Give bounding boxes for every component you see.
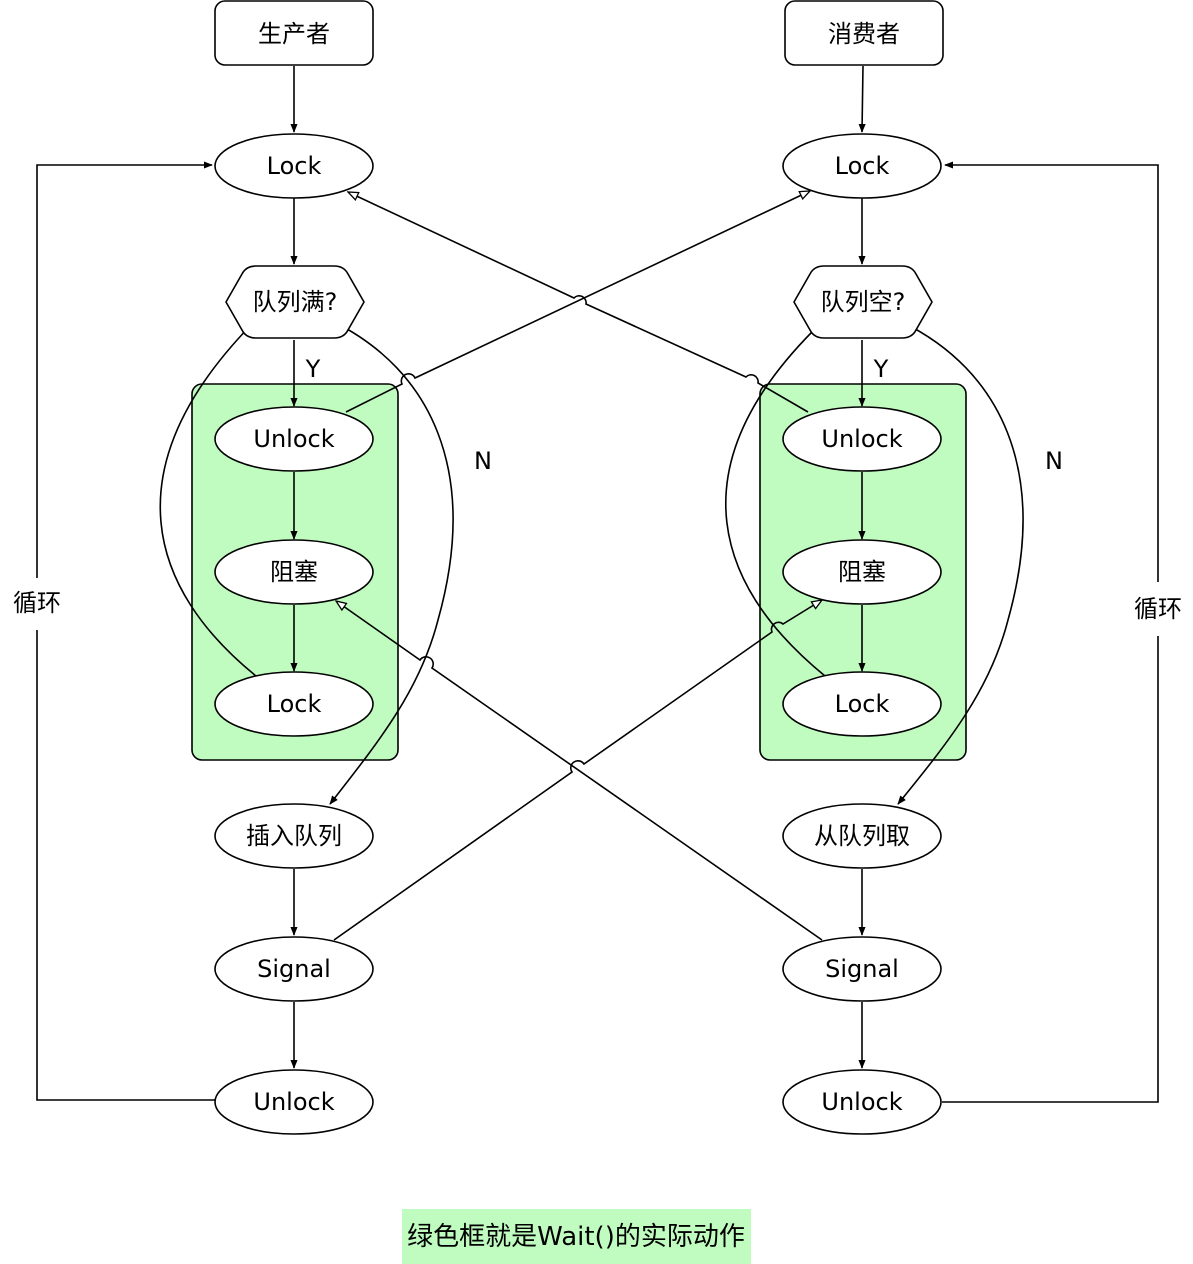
producer-wait-lock-node: Lock <box>214 671 374 737</box>
producer-action-node: 插入队列 <box>214 803 374 869</box>
producer-lock-node: Lock <box>214 133 374 199</box>
producer-wait-unlock-node: Unlock <box>214 406 374 472</box>
consumer-yes-label: Y <box>873 355 889 383</box>
producer-label: 生产者 <box>258 20 330 48</box>
wait-note: 绿色框就是Wait()的实际动作 <box>402 1209 751 1264</box>
producer-signal-label: Signal <box>257 955 331 983</box>
producer-block-label: 阻塞 <box>270 558 318 586</box>
producer-wait-unlock-label: Unlock <box>253 425 334 453</box>
consumer-lock-node: Lock <box>782 133 942 199</box>
consumer-no-label: N <box>1045 447 1063 475</box>
consumer-start-node: 消费者 <box>784 0 944 66</box>
producer-check-node: 队列满? <box>225 265 365 339</box>
wait-note-text: 绿色框就是Wait()的实际动作 <box>407 1222 745 1252</box>
cross-edges <box>333 191 822 941</box>
consumer-edges <box>725 65 1159 1103</box>
consumer-check-label: 队列空? <box>821 288 906 316</box>
consumer-signal-node: Signal <box>782 936 942 1002</box>
consumer-action-node: 从队列取 <box>782 803 942 869</box>
consumer-signal-label: Signal <box>825 955 899 983</box>
consumer-block-label: 阻塞 <box>838 558 886 586</box>
producer-wait-lock-label: Lock <box>267 690 322 718</box>
producer-unlock-label: Unlock <box>253 1088 334 1116</box>
producer-block-node: 阻塞 <box>214 539 374 605</box>
producer-lock-label: Lock <box>267 152 322 180</box>
consumer-wait-lock-node: Lock <box>782 671 942 737</box>
producer-yes-label: Y <box>305 355 321 383</box>
producer-edges <box>36 66 454 1101</box>
producer-loop-label: 循环 <box>13 589 61 617</box>
consumer-lock-label: Lock <box>835 152 890 180</box>
producer-signal-node: Signal <box>214 936 374 1002</box>
producer-start-node: 生产者 <box>214 0 374 66</box>
producer-unlock-node: Unlock <box>214 1069 374 1135</box>
consumer-check-node: 队列空? <box>793 265 933 339</box>
consumer-wait-unlock-label: Unlock <box>821 425 902 453</box>
producer-check-label: 队列满? <box>253 288 338 316</box>
consumer-wait-unlock-node: Unlock <box>782 406 942 472</box>
consumer-wait-lock-label: Lock <box>835 690 890 718</box>
consumer-label: 消费者 <box>828 20 900 48</box>
consumer-unlock-node: Unlock <box>782 1069 942 1135</box>
consumer-unlock-label: Unlock <box>821 1088 902 1116</box>
producer-action-label: 插入队列 <box>246 822 342 850</box>
producer-no-label: N <box>474 447 492 475</box>
consumer-loop-label: 循环 <box>1134 595 1182 623</box>
consumer-action-label: 从队列取 <box>814 822 910 850</box>
consumer-block-node: 阻塞 <box>782 539 942 605</box>
